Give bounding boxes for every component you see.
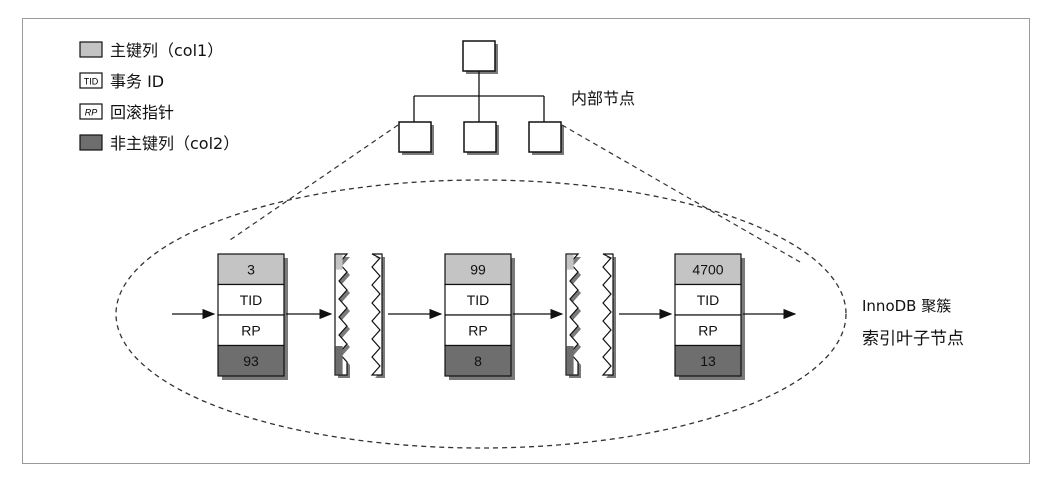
child-node-3 (528, 121, 562, 153)
row-cell-rp-text: RP (468, 322, 487, 338)
child-node-2 (463, 121, 497, 153)
row-cell-rp (674, 314, 742, 347)
row-cell-col2 (674, 344, 742, 377)
row-cell-tid-text: TID (240, 292, 263, 308)
leaf-label-line2: 索引叶子节点 (862, 329, 964, 349)
row-cell-col2-text: 93 (243, 353, 259, 369)
break-1-piece-a (334, 253, 349, 376)
legend-swatch-tid-text: TID (84, 77, 99, 87)
diagram-frame (22, 18, 1030, 464)
legend-swatch-pk (79, 41, 103, 58)
break-1-piece-a-pk (335, 254, 343, 270)
legend-item-col2: 非主键列（col2） (79, 134, 239, 153)
zoom-line-left (229, 124, 399, 241)
row-cell-col2 (444, 344, 512, 377)
break-2-piece-a-pk (566, 254, 574, 270)
legend-item-pk: 主键列（col1） (79, 41, 223, 60)
legend-swatch-rp-text: RP (85, 108, 98, 118)
legend: 主键列（col1） TID 事务 ID RP 回滚指针 非主键列（col2） (79, 41, 239, 153)
row-cell-pk-text: 99 (470, 261, 486, 277)
leaf-label-line1: InnoDB 聚簇 (862, 297, 951, 315)
row-cell-rp-text: RP (241, 322, 260, 338)
break-2-piece-b (601, 253, 614, 376)
row-cell-pk-text: 3 (247, 261, 255, 277)
legend-swatch-rp (79, 103, 103, 120)
row-cell-tid (444, 283, 512, 316)
row-cell-rp-text: RP (698, 322, 717, 338)
zoom-line-right (561, 124, 801, 263)
child-node-1 (398, 121, 432, 153)
legend-label-pk: 主键列（col1） (110, 41, 223, 60)
internal-node-tree: 内部节点 (398, 40, 635, 155)
legend-swatch-tid (79, 72, 103, 89)
legend-item-rp: RP 回滚指针 (79, 103, 174, 122)
row-cell-col2-text: 13 (700, 353, 716, 369)
row-cell-tid (217, 283, 285, 316)
row-cell-pk-text: 4700 (692, 261, 723, 277)
row-cell-tid-text: TID (467, 292, 490, 308)
row-cell-rp (217, 314, 285, 347)
legend-swatch-col2 (79, 134, 103, 151)
internal-nodes-label: 内部节点 (571, 89, 635, 108)
row-cell-rp (444, 314, 512, 347)
legend-label-col2: 非主键列（col2） (110, 134, 239, 153)
row-cell-col2 (217, 344, 285, 377)
legend-item-tid: TID 事务 ID (79, 72, 164, 91)
legend-label-rp: 回滚指针 (110, 103, 174, 122)
break-1-piece-b (370, 253, 383, 376)
root-node (462, 40, 496, 72)
break-symbol-2 (565, 253, 616, 378)
row-cell-tid-text: TID (697, 292, 720, 308)
legend-label-tid: 事务 ID (110, 72, 164, 91)
leaf-zoom-ellipse (115, 179, 847, 449)
row-cell-pk (217, 253, 285, 286)
break-2-piece-a (565, 253, 580, 376)
break-2-piece-a-col2 (566, 346, 574, 375)
row-cell-col2-text: 8 (474, 353, 482, 369)
break-1-piece-a-col2 (335, 346, 343, 375)
break-symbol-1 (334, 253, 385, 378)
